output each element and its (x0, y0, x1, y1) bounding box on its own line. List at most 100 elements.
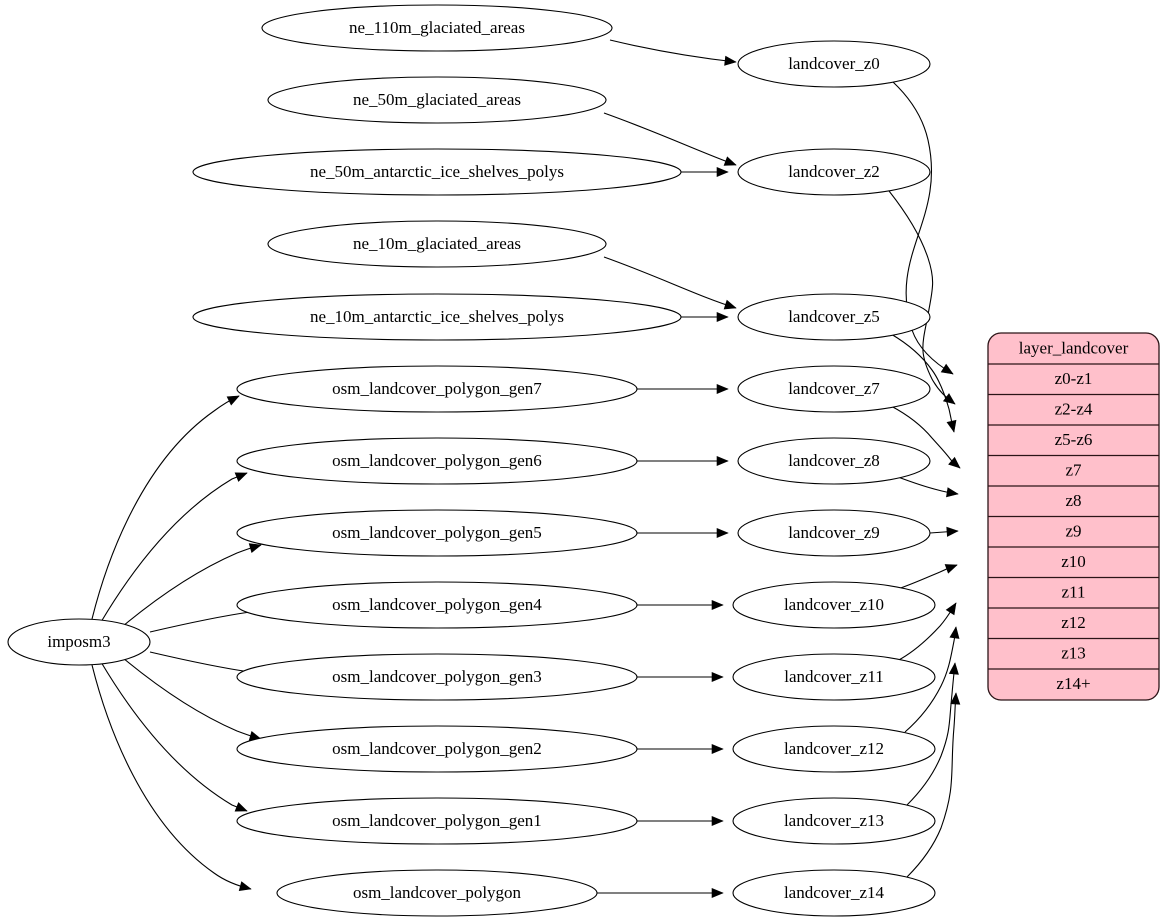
edge-arrowhead (716, 166, 729, 178)
source-node-imposm3[interactable]: imposm3 (7, 618, 151, 666)
table-row-5[interactable]: z9 (1065, 522, 1081, 541)
node-label: osm_landcover_polygon_gen6 (332, 451, 542, 470)
edge-arrowhead (234, 472, 248, 482)
nodes-layer: imposm3 ne_110m_glaciated_areas ne_50m_gla… (7, 4, 936, 917)
node-label: osm_landcover_polygon (353, 883, 522, 902)
node-shape (737, 148, 931, 196)
layer-node-landcover_z0[interactable]: landcover_z0 (737, 40, 931, 88)
edge-arrowhead (234, 802, 248, 812)
edge-arrowhead (711, 671, 724, 683)
node-label: landcover_z8 (788, 451, 880, 470)
node-shape (737, 293, 931, 341)
table-layer_landcover[interactable]: layer_landcoverz0-z1z2-z4z5-z6z7z8z9z10z… (987, 332, 1160, 701)
edge-line (906, 692, 957, 878)
source-node-osm_landcover_polygon[interactable]: osm_landcover_polygon (276, 869, 598, 917)
edge-arrowhead (723, 156, 737, 166)
graph-edge (91, 664, 252, 891)
source-node-osm_landcover_polygon_gen6[interactable]: osm_landcover_polygon_gen6 (236, 437, 638, 485)
source-node-osm_landcover_polygon_gen7[interactable]: osm_landcover_polygon_gen7 (236, 365, 638, 413)
node-shape (267, 76, 607, 124)
source-node-ne_110m_glaciated_areas[interactable]: ne_110m_glaciated_areas (261, 4, 613, 52)
node-shape (236, 725, 638, 773)
table-row-9[interactable]: z13 (1061, 644, 1086, 663)
edge-arrowhead (948, 662, 959, 675)
node-shape (732, 797, 936, 845)
edge-arrowhead (711, 887, 724, 899)
edge-arrowhead (711, 815, 724, 827)
graph-edge (681, 166, 729, 178)
edge-arrowhead (942, 393, 956, 405)
node-shape (737, 509, 931, 557)
table-row-3[interactable]: z7 (1065, 461, 1082, 480)
graph-edge (896, 602, 957, 662)
node-shape (261, 4, 613, 52)
source-node-ne_50m_glaciated_areas[interactable]: ne_50m_glaciated_areas (267, 76, 607, 124)
graph-edge (897, 564, 958, 590)
source-node-osm_landcover_polygon_gen2[interactable]: osm_landcover_polygon_gen2 (236, 725, 638, 773)
layer-node-landcover_z14[interactable]: landcover_z14 (732, 869, 936, 917)
layer-node-landcover_z12[interactable]: landcover_z12 (732, 725, 936, 773)
source-node-osm_landcover_polygon_gen4[interactable]: osm_landcover_polygon_gen4 (236, 581, 638, 629)
layer-node-landcover_z8[interactable]: landcover_z8 (737, 437, 931, 485)
table-row-2[interactable]: z5-z6 (1055, 430, 1093, 449)
graph-edge (637, 671, 724, 683)
node-shape (732, 653, 936, 701)
layer-node-landcover_z2[interactable]: landcover_z2 (737, 148, 931, 196)
edge-line (603, 112, 737, 166)
node-shape (236, 581, 638, 629)
node-label: landcover_z14 (784, 883, 885, 902)
graph-edge (906, 662, 959, 806)
node-label: landcover_z2 (788, 162, 880, 181)
source-node-ne_50m_antarctic_ice_shelves_polys[interactable]: ne_50m_antarctic_ice_shelves_polys (192, 148, 682, 196)
source-node-osm_landcover_polygon_gen3[interactable]: osm_landcover_polygon_gen3 (236, 653, 638, 701)
node-label: osm_landcover_polygon_gen4 (332, 595, 542, 614)
table-row-8[interactable]: z12 (1061, 613, 1086, 632)
edge-line (100, 661, 248, 812)
graph-edge (681, 311, 729, 323)
node-label: ne_50m_antarctic_ice_shelves_polys (310, 162, 564, 181)
table-row-6[interactable]: z10 (1061, 552, 1086, 571)
node-label: landcover_z9 (788, 523, 880, 542)
edge-line (603, 256, 737, 309)
node-label: landcover_z7 (788, 379, 880, 398)
node-label: landcover_z0 (788, 54, 880, 73)
table-row-4[interactable]: z8 (1065, 491, 1081, 510)
graph-edge (597, 887, 724, 899)
table-row-0[interactable]: z0-z1 (1055, 369, 1093, 388)
edge-line (892, 81, 954, 375)
edge-arrowhead (711, 743, 724, 755)
edge-arrowhead (940, 363, 954, 375)
layer-node-landcover_z9[interactable]: landcover_z9 (737, 509, 931, 557)
layer-node-landcover_z5[interactable]: landcover_z5 (737, 293, 931, 341)
edge-line (91, 664, 252, 890)
source-node-osm_landcover_polygon_gen1[interactable]: osm_landcover_polygon_gen1 (236, 797, 638, 845)
graph-edge (890, 333, 957, 433)
node-shape (192, 293, 682, 341)
node-label: ne_50m_glaciated_areas (353, 90, 521, 109)
node-label: osm_landcover_polygon_gen2 (332, 739, 542, 758)
layer-node-landcover_z7[interactable]: landcover_z7 (737, 365, 931, 413)
source-node-ne_10m_glaciated_areas[interactable]: ne_10m_glaciated_areas (267, 220, 607, 268)
edge-arrowhead (944, 564, 958, 574)
node-shape (737, 437, 931, 485)
node-label: imposm3 (47, 632, 110, 651)
graph-edge (637, 383, 729, 395)
layer-node-landcover_z10[interactable]: landcover_z10 (732, 581, 936, 629)
table-row-1[interactable]: z2-z4 (1055, 400, 1093, 419)
edge-arrowhead (226, 395, 240, 406)
node-label: landcover_z11 (784, 667, 883, 686)
table-row-7[interactable]: z11 (1062, 583, 1086, 602)
layer-node-landcover_z11[interactable]: landcover_z11 (732, 653, 936, 701)
edge-arrowhead (724, 55, 737, 66)
source-node-ne_10m_antarctic_ice_shelves_polys[interactable]: ne_10m_antarctic_ice_shelves_polys (192, 293, 682, 341)
table-row-10[interactable]: z14+ (1056, 674, 1090, 693)
layer-node-landcover_z13[interactable]: landcover_z13 (732, 797, 936, 845)
node-shape (732, 869, 936, 917)
edge-line (100, 472, 248, 623)
graph-edge (100, 472, 248, 623)
node-label: osm_landcover_polygon_gen7 (332, 379, 542, 398)
table-layer: layer_landcoverz0-z1z2-z4z5-z6z7z8z9z10z… (987, 332, 1160, 701)
source-node-osm_landcover_polygon_gen5[interactable]: osm_landcover_polygon_gen5 (236, 509, 638, 557)
graph-edge (637, 527, 729, 539)
